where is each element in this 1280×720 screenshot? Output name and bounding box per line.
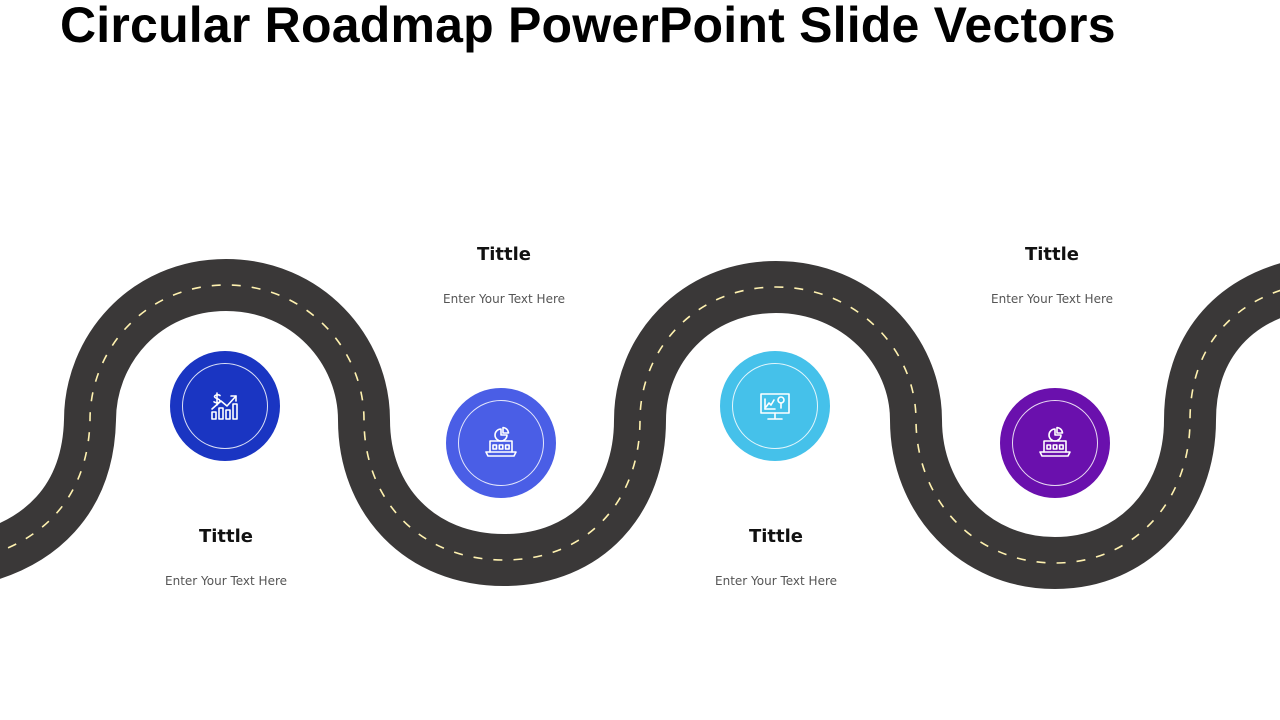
step-4-title: Tittle bbox=[1024, 244, 1080, 265]
laptop-pie-chart-icon bbox=[485, 426, 517, 457]
finance-growth-icon bbox=[211, 392, 238, 420]
step-2-marker bbox=[446, 388, 556, 498]
slide-title: Circular Roadmap PowerPoint Slide Vector… bbox=[60, 0, 1116, 53]
step-4-ring bbox=[1012, 400, 1098, 486]
laptop-pie-chart-icon bbox=[1039, 426, 1071, 457]
step-1-text: Enter Your Text Here bbox=[165, 574, 287, 588]
step-1-title: Tittle bbox=[198, 526, 254, 547]
road-surface bbox=[0, 258, 1280, 590]
step-2-ring bbox=[458, 400, 544, 486]
step-2-title: Tittle bbox=[476, 244, 532, 265]
step-3-text: Enter Your Text Here bbox=[715, 574, 837, 588]
step-2-text: Enter Your Text Here bbox=[443, 292, 565, 306]
step-1-ring bbox=[182, 363, 268, 449]
step-4-text: Enter Your Text Here bbox=[991, 292, 1113, 306]
step-1-marker bbox=[170, 351, 280, 461]
step-3-marker bbox=[720, 351, 830, 461]
step-3-ring bbox=[732, 363, 818, 449]
presentation-board-icon bbox=[760, 393, 790, 420]
step-3-title: Tittle bbox=[748, 526, 804, 547]
step-4-marker bbox=[1000, 388, 1110, 498]
